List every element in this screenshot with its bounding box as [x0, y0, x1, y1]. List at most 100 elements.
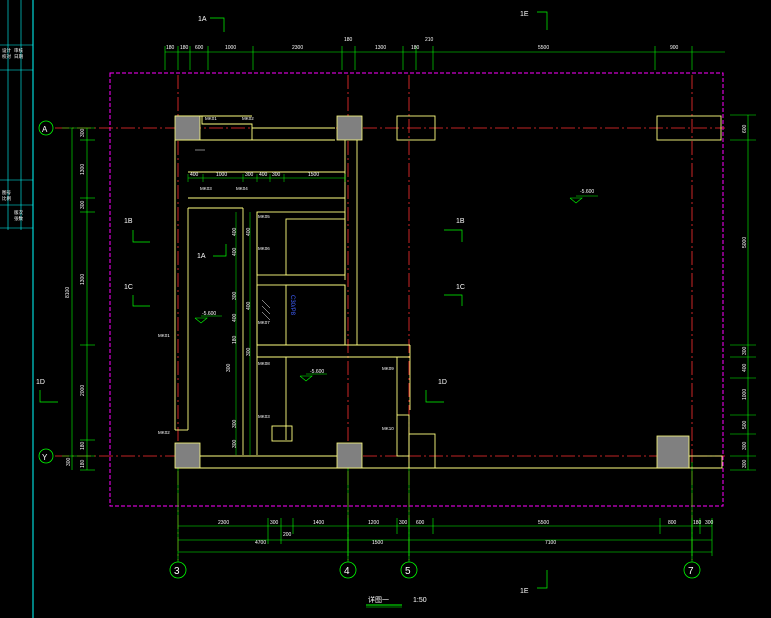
strip-text-5: 图号: [2, 190, 11, 196]
section-1E-bottom: 1E: [520, 588, 529, 595]
section-1C-left: 1C: [124, 284, 133, 291]
top-dimension-texts: 180 180 600 1000 2300 180 1300 180 210 5…: [166, 37, 679, 51]
left-dim-6: 180: [80, 441, 86, 450]
left-dim-3: 300: [80, 200, 86, 209]
mk-tag-6: MK06: [258, 246, 270, 251]
bottom-dim-14: 7100: [545, 540, 556, 546]
right-dimensions: [730, 114, 756, 471]
inner-top-dim-2: 1000: [216, 172, 227, 178]
top-dim-1: 180: [166, 45, 175, 51]
elevation-texts: -5.600 -5.600 -5.600: [202, 189, 594, 375]
left-dim-2: 1300: [80, 164, 86, 175]
bottom-dim-3: 1400: [313, 520, 324, 526]
mk-tag-13: MK03: [258, 414, 270, 419]
inner-top-dim-1: 400: [190, 172, 199, 178]
right-dim-3: 300: [742, 346, 748, 355]
inner-dim-3: 300: [232, 291, 238, 300]
axis-bubble-3: [169, 561, 187, 579]
inner-dimension-texts: 400 400 300 400 180 300 300 300 400 400 …: [226, 227, 252, 448]
bottom-dim-13: 1500: [372, 540, 383, 546]
mk-tag-2: MK02: [242, 116, 254, 121]
inner-top-dims: [187, 174, 346, 182]
inner-dim-6: 300: [226, 363, 232, 372]
mk-tag-12: MK02: [158, 430, 170, 435]
top-dim-6: 180: [344, 37, 353, 43]
mk-tag-1: MK01: [205, 116, 217, 121]
bottom-dim-11: 200: [283, 532, 292, 538]
inner-dim-2: 400: [232, 247, 238, 256]
strip-text-7: 版次: [14, 209, 23, 216]
section-1B-right: 1B: [456, 218, 465, 225]
bottom-dimensions: [178, 518, 713, 556]
left-dim-7: 300: [66, 457, 72, 466]
walls: [174, 115, 723, 469]
top-dim-5: 2300: [292, 45, 303, 51]
axis-label-7: 7: [688, 566, 694, 577]
mk-tag-7: MK07: [258, 320, 270, 325]
top-dim-7: 1300: [375, 45, 386, 51]
inner-dim-1: 400: [232, 227, 238, 236]
inner-dimensions: [235, 212, 251, 455]
column-4A: [336, 115, 363, 141]
column-3Y: [174, 442, 201, 469]
axis-bubble-5: [400, 561, 418, 579]
axis-bubble-4: [339, 561, 357, 579]
mk-tag-8: MK08: [258, 361, 270, 366]
inner-dim-5: 180: [232, 335, 238, 344]
mk-tag-3: MK03: [200, 186, 212, 191]
elevation-marks: [194, 195, 598, 382]
inner-dim-9: 400: [246, 227, 252, 236]
right-dim-5: 1000: [742, 389, 748, 400]
section-labels: 1A 1E 1E 1B 1B 1C 1C 1D 1D 1A: [36, 11, 529, 595]
section-1A-top: 1A: [198, 16, 207, 23]
right-dim-8: 300: [742, 459, 748, 468]
right-dim-7: 300: [742, 441, 748, 450]
right-dim-1: 600: [742, 124, 748, 133]
top-dim-3: 600: [195, 45, 204, 51]
bottom-dim-7: 5500: [538, 520, 549, 526]
bottom-dim-12: 4700: [255, 540, 266, 546]
axis-bubbles: 3 4 5 7 A Y: [38, 120, 701, 579]
bottom-dim-6: 600: [416, 520, 425, 526]
top-dim-10: 5500: [538, 45, 549, 51]
left-dimension-texts: 300 1300 300 1300 2000 180 300 180 8100: [65, 128, 86, 468]
axis-label-5: 5: [405, 566, 411, 577]
strip-text-3: 审核: [14, 47, 23, 54]
inner-top-dim-6: 1500: [308, 172, 319, 178]
left-dim-8: 180: [80, 459, 86, 468]
right-dim-6: 500: [742, 420, 748, 429]
inner-dim-10: 400: [246, 301, 252, 310]
bottom-dimension-texts: 2300 300 1400 1200 300 600 5500 800 180 …: [218, 520, 714, 546]
inner-top-dim-texts: 400 1000 300 400 300 1500: [190, 172, 319, 178]
right-dim-2: 5000: [742, 237, 748, 248]
inner-dim-4: 400: [232, 313, 238, 322]
bottom-dim-4: 1200: [368, 520, 379, 526]
axis-label-A: A: [42, 125, 48, 134]
strip-text-4: 日期: [14, 54, 23, 60]
concrete-grade-label: C30/P8: [289, 295, 295, 316]
bottom-dim-9: 180: [693, 520, 702, 526]
top-dim-11: 900: [670, 45, 679, 51]
bottom-dim-1: 2300: [218, 520, 229, 526]
section-1B-left: 1B: [124, 218, 133, 225]
left-dimensions: [62, 127, 95, 471]
bottom-dim-8: 800: [668, 520, 677, 526]
section-1D-right: 1D: [438, 379, 447, 386]
axis-label-Y: Y: [42, 453, 48, 462]
inner-top-dim-4: 400: [259, 172, 268, 178]
section-1D-left: 1D: [36, 379, 45, 386]
column-4Y: [336, 442, 363, 469]
column-3A: [174, 115, 201, 141]
strip-text-6: 比例: [2, 195, 11, 202]
elevation-3: -5.600: [310, 369, 324, 375]
axis-bubble-A: [38, 120, 54, 136]
inner-dim-7: 300: [232, 419, 238, 428]
left-dim-total: 8100: [65, 287, 71, 298]
section-1E-top: 1E: [520, 11, 529, 18]
columns: [174, 115, 690, 469]
top-dim-8: 180: [411, 45, 420, 51]
mk-tag-11: MK01: [158, 333, 170, 338]
section-1A-mid: 1A: [197, 253, 206, 260]
axis-bubble-7: [683, 561, 701, 579]
top-dimensions: [164, 46, 725, 70]
